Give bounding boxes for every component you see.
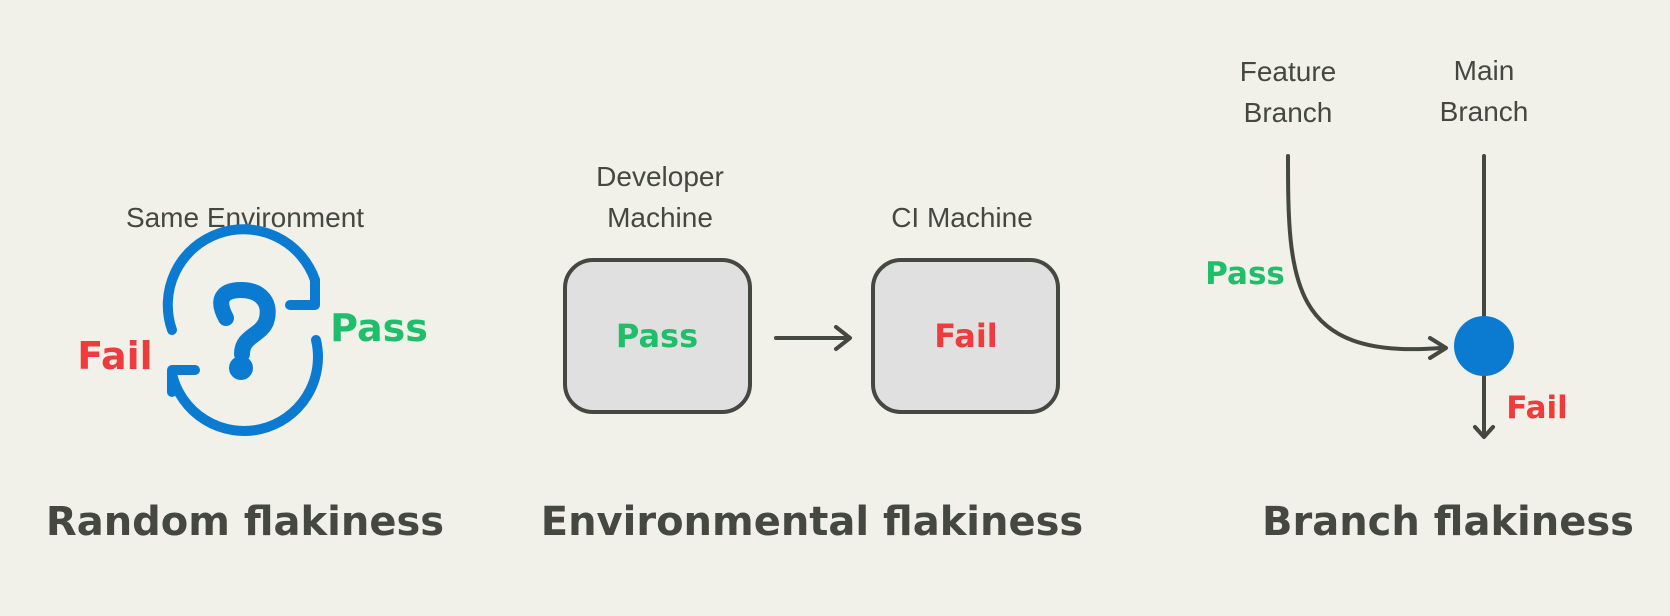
main-branch-arrowhead	[1473, 425, 1495, 439]
random-flakiness-title: Random flakiness	[46, 499, 444, 545]
branch-pass-label: Pass	[1205, 256, 1285, 292]
developer-result-label: Pass	[616, 317, 698, 355]
developer-machine-box	[563, 258, 752, 414]
random-fail-label: Fail	[77, 334, 152, 378]
merge-arrowhead	[1428, 336, 1448, 360]
merge-point	[1454, 316, 1514, 376]
developer-machine-label-line2: Machine	[607, 202, 713, 233]
feature-branch-line	[1286, 154, 1442, 352]
ci-machine-box	[871, 258, 1060, 414]
ci-machine-label: CI Machine	[891, 202, 1033, 233]
ci-result-label: Fail	[934, 317, 998, 355]
environment-arrow	[774, 325, 852, 351]
branch-fail-label: Fail	[1506, 390, 1568, 426]
main-branch-label-line2: Branch	[1440, 96, 1529, 127]
cycle-question-icon	[162, 224, 323, 436]
feature-branch-label-line2: Branch	[1244, 97, 1333, 128]
branch-panel: Feature Branch Main Branch Pass Fail Bra…	[1205, 55, 1634, 545]
random-panel: Same Environment Fail Pass Random flakin…	[46, 202, 444, 545]
developer-machine-label-line1: Developer	[596, 161, 724, 192]
environmental-flakiness-title: Environmental flakiness	[541, 499, 1083, 545]
random-pass-label: Pass	[330, 306, 428, 350]
main-branch-label-line1: Main	[1454, 55, 1515, 86]
environmental-panel: Developer Machine Pass CI Machine Fail E…	[541, 161, 1083, 545]
feature-branch-label-line1: Feature	[1240, 56, 1337, 87]
branch-flakiness-title: Branch flakiness	[1262, 499, 1634, 545]
